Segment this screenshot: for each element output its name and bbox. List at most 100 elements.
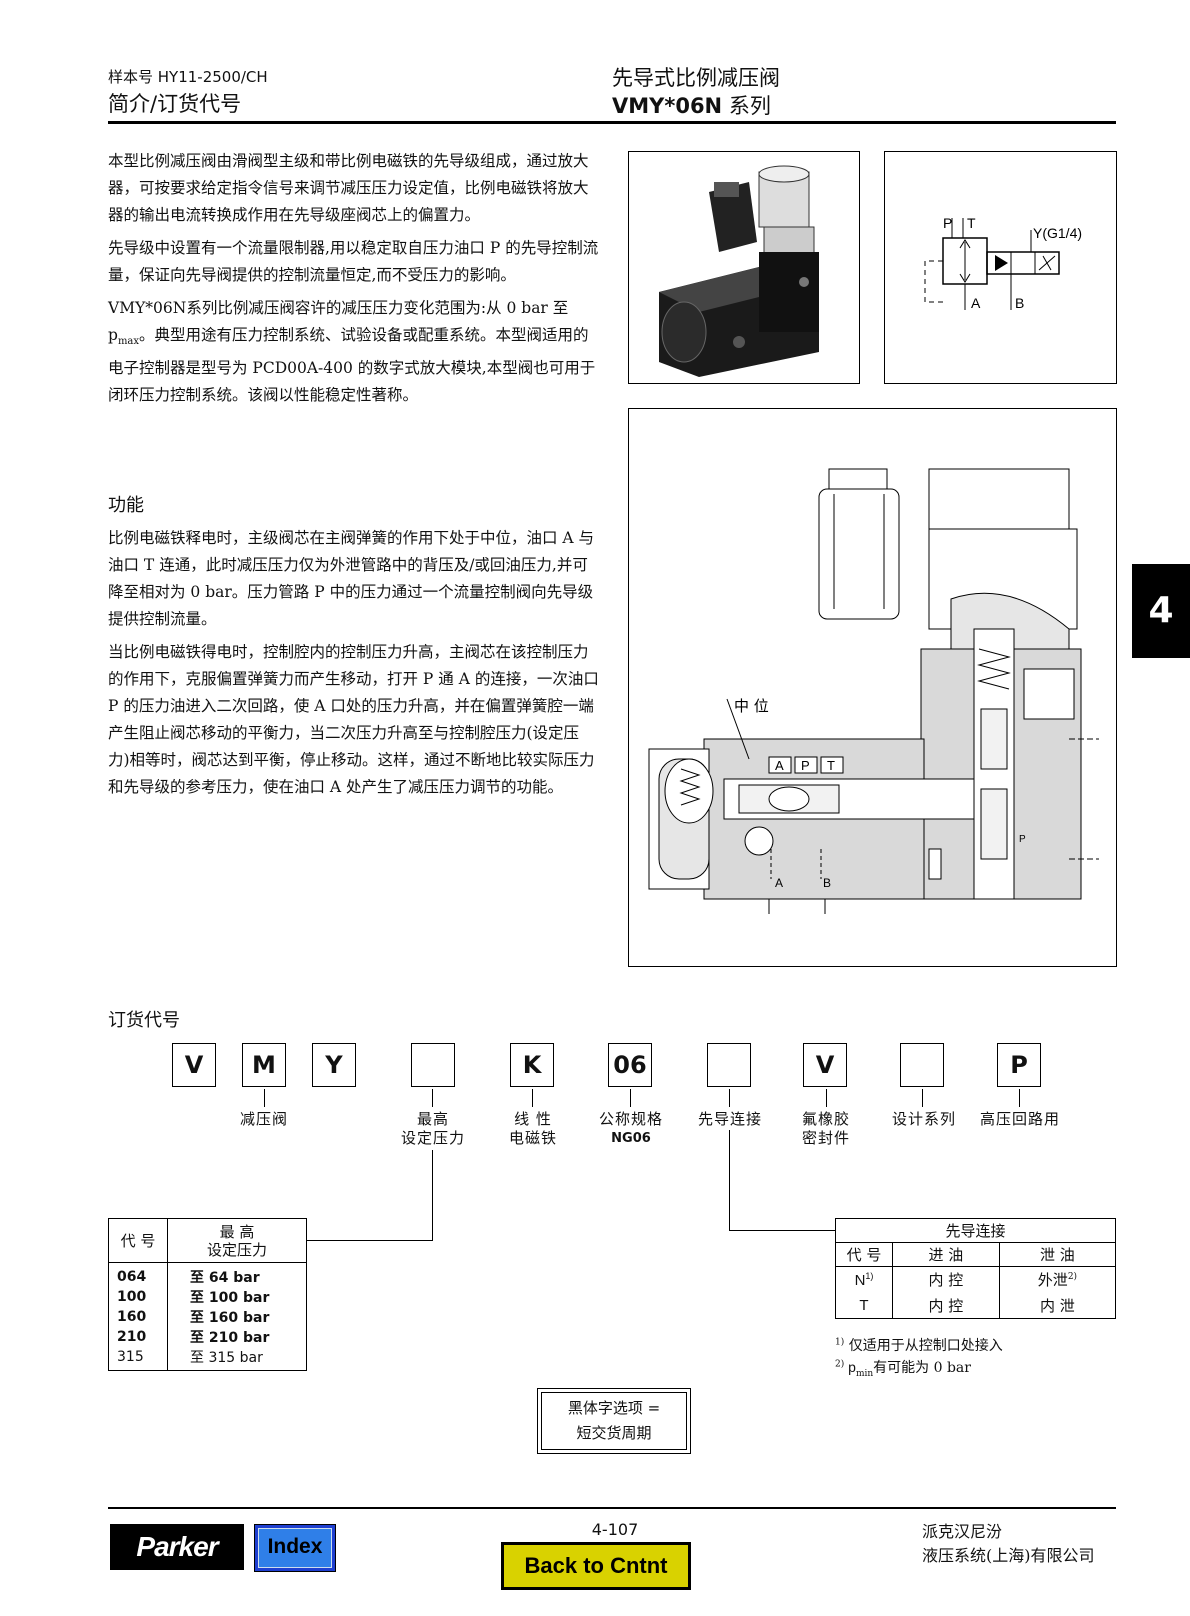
- pilot-header-out: 泄 油: [998, 1242, 1117, 1267]
- label-linear-line2: 电磁铁: [508, 1129, 557, 1147]
- symbol-port-b: B: [1015, 295, 1024, 311]
- pilot-out-0: 外泄2): [998, 1266, 1117, 1293]
- pressure-val-3: 至 210 bar: [167, 1327, 307, 1347]
- footnote-2-p: p: [844, 1359, 856, 1375]
- pilot-code-1: T: [835, 1292, 893, 1319]
- section-side-p: P: [1019, 834, 1026, 845]
- footnote-2-text: 有可能为 0 bar: [873, 1360, 971, 1376]
- pressure-header-max: 最 高设定压力: [167, 1218, 307, 1263]
- pilot-out-1: 内 泄: [998, 1292, 1117, 1319]
- pilot-table-title: 先导连接: [835, 1218, 1116, 1243]
- code-box-1: V: [172, 1043, 216, 1087]
- symbol-port-a: A: [971, 295, 981, 311]
- page-title-left: 简介/订货代号: [108, 92, 242, 116]
- symbol-port-y: Y(G1/4): [1033, 225, 1082, 241]
- symbol-port-p: P: [943, 215, 952, 231]
- connector-max-h: [306, 1240, 433, 1241]
- series-title: VMY*06N 系列: [612, 90, 771, 120]
- valve-symbol-icon: P T Y(G1/4) A B: [924, 215, 1082, 311]
- back-to-content-button[interactable]: Back to Cntnt: [501, 1542, 691, 1590]
- pressure-header-max-1: 最 高: [219, 1222, 255, 1241]
- series-code: VMY*06N: [612, 94, 723, 118]
- hydraulic-symbol: P T Y(G1/4) A B: [884, 151, 1117, 384]
- intro-text: 本型比例减压阀由滑阀型主级和带比例电磁铁的先导级组成，通过放大器，可按要求给定指…: [108, 148, 600, 415]
- pilot-out-0-text: 外泄: [1037, 1271, 1068, 1290]
- ordering-heading: 订货代号: [108, 1010, 180, 1031]
- footnote-1-sup: 1): [835, 1337, 845, 1348]
- pilot-footnote-2: 2) pmin有可能为 0 bar: [835, 1357, 971, 1379]
- section-center-label: 中 位: [734, 697, 769, 715]
- company-name-1: 派克汉尼汾: [922, 1522, 1003, 1541]
- code-box-7: [707, 1043, 751, 1087]
- pressure-code-2: 160: [108, 1307, 168, 1327]
- back-button-label[interactable]: Back to Cntnt: [504, 1545, 688, 1587]
- connector-pilot-h: [729, 1230, 835, 1231]
- header-rule: [108, 121, 1116, 124]
- pressure-code-1: 100: [108, 1287, 168, 1307]
- pressure-val-0: 至 64 bar: [167, 1262, 307, 1287]
- tick-pilot: [729, 1089, 730, 1107]
- function-text: 比例电磁铁释电时，主级阀芯在主阀弹簧的作用下处于中位，油口 A 与油口 T 连通…: [108, 525, 600, 807]
- pressure-val-1: 至 100 bar: [167, 1287, 307, 1307]
- index-button-label[interactable]: Index: [258, 1528, 332, 1568]
- connector-max-v: [432, 1150, 433, 1240]
- code-box-5: K: [510, 1043, 554, 1087]
- intro-paragraph-1: 本型比例减压阀由滑阀型主级和带比例电磁铁的先导级组成，通过放大器，可按要求给定指…: [108, 152, 589, 224]
- product-photo: [628, 151, 860, 384]
- pilot-in-1: 内 控: [892, 1292, 1000, 1319]
- valve-photo-icon: [659, 165, 819, 377]
- code-box-9: [900, 1043, 944, 1087]
- code-box-8: V: [803, 1043, 847, 1087]
- section-bottom-b: B: [823, 876, 831, 890]
- intro-p3b: 。典型用途有压力控制系统、试验设备或配重系统。本型阀适用的电子控制器是型号为 P…: [108, 326, 596, 405]
- sample-number: 样本号 HY11-2500/CH: [108, 68, 268, 86]
- pilot-code-0-sup: 1): [865, 1270, 874, 1281]
- footnote-2-sub: min: [855, 1368, 874, 1379]
- symbol-port-t: T: [967, 215, 976, 231]
- chapter-tab[interactable]: 4: [1132, 564, 1190, 658]
- label-seal-line1: 氟橡胶: [801, 1110, 850, 1128]
- page-number: 4-107: [591, 1520, 639, 1539]
- function-heading: 功能: [108, 495, 144, 516]
- label-size-line1: 公称规格: [598, 1110, 663, 1128]
- code-box-10: P: [997, 1043, 1041, 1087]
- tick-seal: [826, 1089, 827, 1107]
- tick-reducing: [264, 1089, 265, 1107]
- label-max-line1: 最高: [416, 1110, 449, 1128]
- pilot-out-0-sup: 2): [1067, 1272, 1078, 1283]
- index-button[interactable]: Index: [254, 1524, 336, 1572]
- pmax-subscript: max: [117, 336, 140, 348]
- page-title-right: 先导式比例减压阀: [612, 66, 780, 90]
- pilot-code-0: N1): [835, 1266, 893, 1293]
- pressure-code-4: 315: [108, 1347, 168, 1371]
- tick-linear: [532, 1089, 533, 1107]
- pressure-code-3: 210: [108, 1327, 168, 1347]
- label-seal-line2: 密封件: [801, 1129, 850, 1147]
- label-design: 设计系列: [891, 1110, 956, 1128]
- footnote-1-text: 仅适用于从控制口处接入: [844, 1338, 1003, 1354]
- function-paragraph-2: 当比例电磁铁得电时，控制腔内的控制压力升高，主阀芯在该控制压力的作用下，克服偏置…: [108, 643, 599, 796]
- section-bottom-a: A: [775, 876, 783, 890]
- section-port-p: P: [801, 758, 810, 773]
- intro-paragraph-3: VMY*06N系列比例减压阀容许的减压压力变化范围为:从 0 bar 至 pma…: [108, 295, 600, 409]
- section-port-t: T: [827, 758, 835, 773]
- connector-pilot-v: [729, 1130, 730, 1230]
- pilot-header-in: 进 油: [892, 1242, 1000, 1267]
- tick-max: [432, 1089, 433, 1107]
- label-hp: 高压回路用: [979, 1110, 1060, 1128]
- tick-size: [630, 1089, 631, 1107]
- label-linear-line1: 线 性: [514, 1110, 552, 1128]
- pressure-code-0: 064: [108, 1262, 168, 1287]
- label-reducing: 减压阀: [239, 1110, 288, 1128]
- sectional-view: A P T A B P 中 位: [628, 408, 1117, 967]
- function-paragraph-1: 比例电磁铁释电时，主级阀芯在主阀弹簧的作用下处于中位，油口 A 与油口 T 连通…: [108, 529, 595, 628]
- short-delivery-note: 黑体字选项 = 短交货周期: [537, 1388, 691, 1454]
- intro-paragraph-2: 先导级中设置有一个流量限制器,用以稳定取自压力油口 P 的先导控制流量，保证向先…: [108, 239, 599, 284]
- pilot-footnote-1: 1) 仅适用于从控制口处接入: [835, 1335, 1003, 1355]
- pressure-header-max-2: 设定压力: [206, 1240, 267, 1259]
- section-port-a: A: [775, 758, 784, 773]
- pilot-in-0: 内 控: [892, 1266, 1000, 1293]
- note-line-1: 黑体字选项 =: [567, 1399, 661, 1417]
